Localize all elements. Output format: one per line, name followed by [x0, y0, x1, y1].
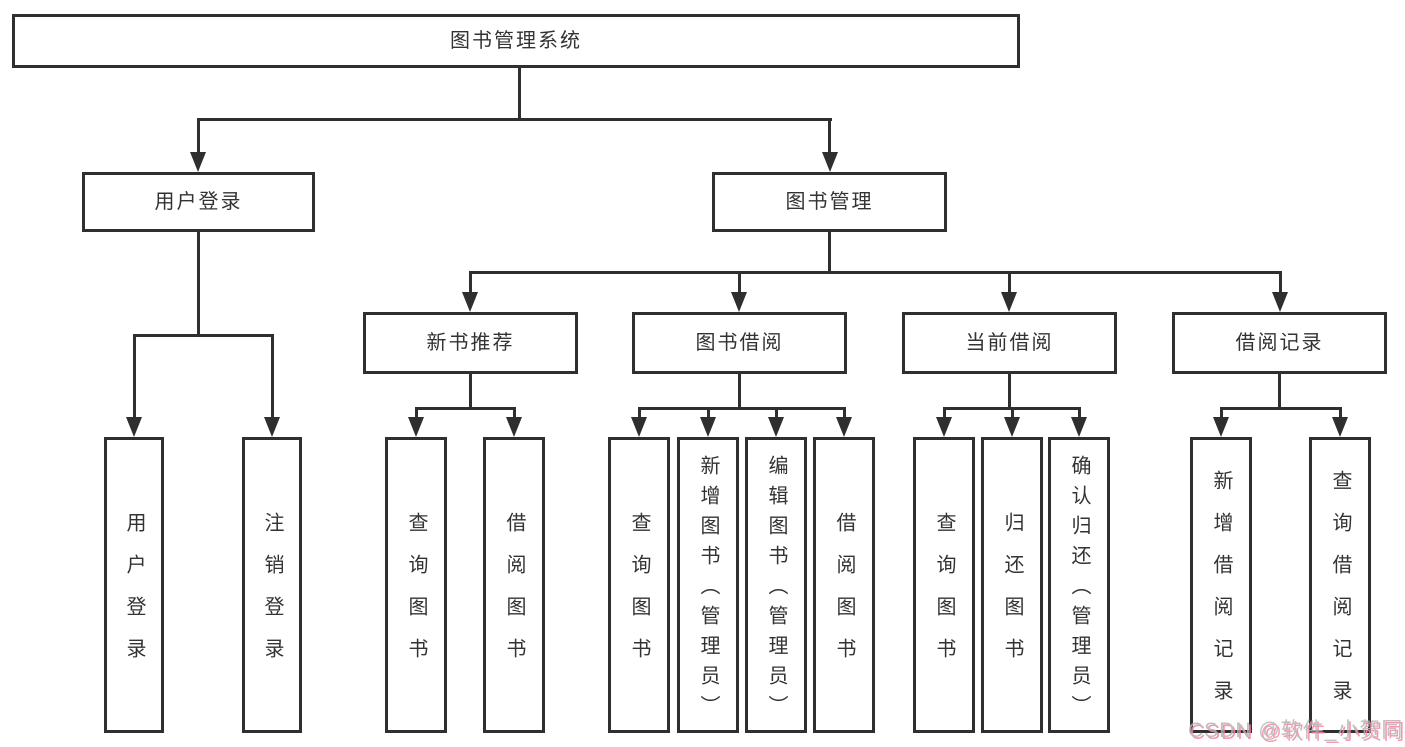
edge-leaf [707, 407, 710, 420]
leaf-records-add-record-label: 新增借阅记录 [1210, 470, 1232, 722]
leaf-logout-label: 注销登录 [261, 512, 283, 680]
edge-to-book-management [828, 118, 831, 154]
edge-manage-stem [828, 232, 831, 274]
edge-to-current [1008, 271, 1011, 295]
arrow-down-icon [1213, 417, 1229, 437]
leaf-borrowing-add-books-admin: 新增图书（管理员） [677, 437, 739, 733]
arrow-down-icon [408, 417, 424, 437]
edge-records-branch [1220, 407, 1341, 410]
arrow-down-icon [462, 292, 478, 312]
arrow-down-icon [836, 417, 852, 437]
arrow-down-icon [936, 417, 952, 437]
node-current-borrowing-label: 当前借阅 [965, 332, 1054, 354]
edge-to-records [1279, 271, 1282, 295]
leaf-current-confirm-return-admin: 确认归还（管理员） [1048, 437, 1110, 733]
edge-leaf [943, 407, 946, 420]
edge-login-branch [133, 334, 274, 337]
edge-leaf [1339, 407, 1342, 420]
leaf-current-query-books: 查询图书 [913, 437, 975, 733]
leaf-borrowing-query-books: 查询图书 [608, 437, 670, 733]
leaf-recommend-query-books-label: 查询图书 [405, 512, 427, 680]
arrow-down-icon [1071, 417, 1087, 437]
edge-root-stem [518, 68, 521, 121]
leaf-records-query-record: 查询借阅记录 [1309, 437, 1371, 733]
leaf-records-query-record-label: 查询借阅记录 [1329, 470, 1351, 722]
node-book-management-label: 图书管理 [785, 191, 874, 213]
node-library-system-label: 图书管理系统 [450, 30, 582, 52]
edge-manage-branch [469, 271, 1281, 274]
edge-leaf [843, 407, 846, 420]
edge-root-branch [197, 118, 832, 121]
leaf-user-login: 用户登录 [104, 437, 164, 733]
edge-recommend-branch [415, 407, 516, 410]
edge-leaf [638, 407, 641, 420]
arrow-down-icon [1272, 292, 1288, 312]
leaf-borrowing-edit-books-admin-label: 编辑图书（管理员） [765, 455, 787, 725]
edge-to-user-login [197, 118, 200, 154]
edge-leaf [1011, 407, 1014, 420]
leaf-recommend-borrow-books: 借阅图书 [483, 437, 545, 733]
node-book-borrowing-label: 图书借阅 [695, 332, 784, 354]
arrow-down-icon [731, 292, 747, 312]
edge-leaf [775, 407, 778, 420]
arrow-down-icon [700, 417, 716, 437]
leaf-borrowing-edit-books-admin: 编辑图书（管理员） [745, 437, 807, 733]
node-user-login: 用户登录 [82, 172, 315, 232]
leaf-borrowing-query-books-label: 查询图书 [628, 512, 650, 680]
leaf-current-return-books: 归还图书 [981, 437, 1043, 733]
arrow-down-icon [1004, 417, 1020, 437]
edge-login-stem [197, 232, 200, 337]
edge-to-borrow [738, 271, 741, 295]
node-borrow-records-label: 借阅记录 [1235, 332, 1324, 354]
edge-leaf [1078, 407, 1081, 420]
leaf-records-add-record: 新增借阅记录 [1190, 437, 1252, 733]
edge-borrow-branch [638, 407, 846, 410]
edge-leaf [415, 407, 418, 420]
leaf-borrowing-add-books-admin-label: 新增图书（管理员） [697, 455, 719, 725]
leaf-current-return-books-label: 归还图书 [1001, 512, 1023, 680]
edge-to-recommend [469, 271, 472, 295]
edge-records-stem [1278, 374, 1281, 410]
leaf-borrowing-borrow-books: 借阅图书 [813, 437, 875, 733]
node-new-book-recommend-label: 新书推荐 [426, 332, 515, 354]
node-new-book-recommend: 新书推荐 [363, 312, 578, 374]
leaf-recommend-query-books: 查询图书 [385, 437, 447, 733]
leaf-current-query-books-label: 查询图书 [933, 512, 955, 680]
node-book-borrowing: 图书借阅 [632, 312, 847, 374]
leaf-borrowing-borrow-books-label: 借阅图书 [833, 512, 855, 680]
arrow-down-icon [1001, 292, 1017, 312]
arrow-down-icon [768, 417, 784, 437]
edge-to-leaf-logout [271, 334, 274, 419]
node-library-system: 图书管理系统 [12, 14, 1020, 68]
edge-to-leaf-user-login [133, 334, 136, 419]
edge-leaf [513, 407, 516, 420]
arrow-down-icon [506, 417, 522, 437]
node-user-login-label: 用户登录 [154, 191, 243, 213]
leaf-logout: 注销登录 [242, 437, 302, 733]
edge-recommend-stem [469, 374, 472, 410]
edge-current-stem [1008, 374, 1011, 410]
leaf-recommend-borrow-books-label: 借阅图书 [503, 512, 525, 680]
node-book-management: 图书管理 [712, 172, 947, 232]
node-current-borrowing: 当前借阅 [902, 312, 1117, 374]
arrow-down-icon [822, 152, 838, 172]
edge-leaf [1220, 407, 1223, 420]
csdn-watermark: CSDN @软件_小贺同学 [1188, 719, 1405, 742]
arrow-down-icon [1332, 417, 1348, 437]
arrow-down-icon [631, 417, 647, 437]
arrow-down-icon [126, 417, 142, 437]
node-borrow-records: 借阅记录 [1172, 312, 1387, 374]
arrow-down-icon [190, 152, 206, 172]
arrow-down-icon [264, 417, 280, 437]
edge-borrow-stem [738, 374, 741, 410]
leaf-user-login-label: 用户登录 [123, 512, 145, 680]
leaf-current-confirm-return-admin-label: 确认归还（管理员） [1068, 455, 1090, 725]
